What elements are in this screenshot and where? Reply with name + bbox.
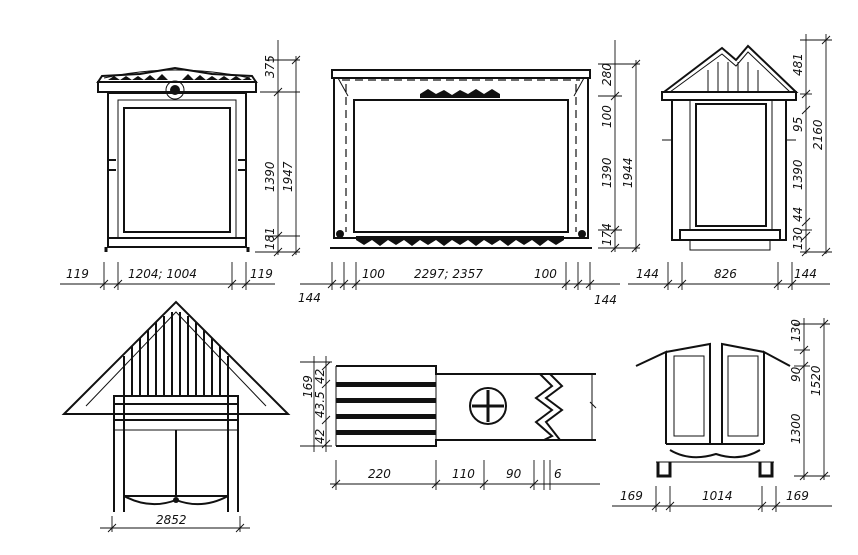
window-d-dim-1014: 1014 xyxy=(702,489,733,503)
window-c-dim-2160: 2160 xyxy=(811,119,825,150)
window-b-dim-280: 280 xyxy=(600,63,614,86)
window-c-dim-144-left: 144 xyxy=(636,267,659,281)
board-detail-drawing: 169 42 43.5 42 220 110 90 6 xyxy=(300,356,600,490)
window-b-drawing: 280 100 1390 174 1944 100 2297; 2357 100… xyxy=(298,40,641,307)
window-d-dim-1300: 1300 xyxy=(789,413,803,444)
window-a-dim-181: 181 xyxy=(263,227,277,250)
window-d-dim-169-left: 169 xyxy=(620,489,643,503)
window-d-dim-169-right: 169 xyxy=(786,489,809,503)
board-dim-220: 220 xyxy=(368,467,391,481)
window-c-drawing: 481 95 1390 44 130 2160 144 826 144 xyxy=(628,34,832,290)
window-b-dim-174: 174 xyxy=(600,223,614,246)
board-dim-6: 6 xyxy=(554,467,562,481)
window-c-dim-826: 826 xyxy=(714,267,737,281)
window-c-dim-95: 95 xyxy=(791,117,805,132)
window-d-drawing: 130 90 1300 1520 169 1014 169 xyxy=(612,318,832,512)
window-c-dim-44: 44 xyxy=(791,207,805,222)
board-dim-42-bottom: 42 xyxy=(313,429,327,444)
board-dim-110: 110 xyxy=(452,467,475,481)
window-b-dim-144-left: 144 xyxy=(298,291,321,305)
window-d-dim-1520: 1520 xyxy=(809,365,823,396)
board-dim-42-top: 42 xyxy=(313,369,327,384)
window-c-dim-481: 481 xyxy=(791,53,805,76)
window-b-dim-1944: 1944 xyxy=(621,157,635,188)
window-a-dim-119-left: 119 xyxy=(66,267,89,281)
window-a-dim-119-right: 119 xyxy=(250,267,273,281)
gable-drawing: 2852 xyxy=(61,300,291,533)
window-b-dim-144-right: 144 xyxy=(594,293,617,307)
window-a-dim-width: 1204; 1004 xyxy=(128,267,197,281)
window-b-dim-100-left: 100 xyxy=(362,267,385,281)
window-c-dim-130: 130 xyxy=(791,227,805,250)
window-d-dim-90: 90 xyxy=(789,366,803,382)
window-b-dim-1390: 1390 xyxy=(600,157,614,188)
window-b-dim-100: 100 xyxy=(600,105,614,128)
window-a-dim-375: 375 xyxy=(263,55,277,78)
gable-dim-2852: 2852 xyxy=(156,513,187,527)
window-b-dim-width: 2297; 2357 xyxy=(414,267,483,281)
window-a-dim-1947: 1947 xyxy=(281,161,295,192)
board-dim-90: 90 xyxy=(506,467,522,481)
window-a-drawing: 375 1390 181 1947 119 1204; 1004 119 xyxy=(60,40,301,290)
window-c-dim-1390: 1390 xyxy=(791,159,805,190)
window-c-dim-144-right: 144 xyxy=(794,267,817,281)
board-dim-169: 169 xyxy=(301,375,315,398)
window-a-dim-1390: 1390 xyxy=(263,161,277,192)
window-b-dim-100-right: 100 xyxy=(534,267,557,281)
board-dim-43-5: 43.5 xyxy=(313,391,327,418)
window-d-dim-130: 130 xyxy=(789,319,803,342)
